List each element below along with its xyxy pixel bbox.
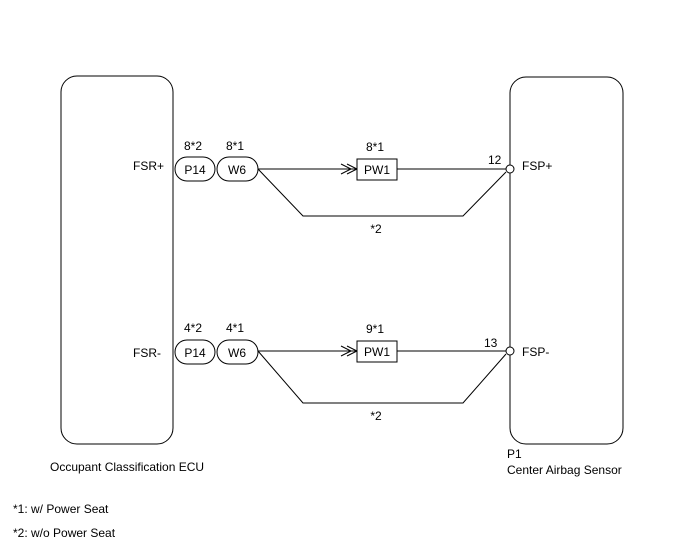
ecu-terminal-fsr-minus: FSR- xyxy=(133,346,161,360)
inline-pw1-pin-label: 8*1 xyxy=(366,140,384,154)
connector-p14 xyxy=(174,156,216,182)
connector-w6 xyxy=(216,339,259,365)
bypass-label: *2 xyxy=(370,222,382,236)
connector-w6-label: W6 xyxy=(228,163,246,177)
connector-p14-label: P14 xyxy=(184,163,206,177)
sensor-pin-number: 13 xyxy=(484,336,498,350)
connector-w6-pin-label: 8*1 xyxy=(226,139,244,153)
ecu-label: Occupant Classification ECU xyxy=(50,460,204,474)
terminal-icon xyxy=(505,346,515,356)
connector-p14-label: P14 xyxy=(184,346,206,360)
bypass-wire xyxy=(257,350,507,404)
connector-p14-pin-label: 8*2 xyxy=(184,139,202,153)
sensor-pin-number: 12 xyxy=(488,153,502,167)
connector-p14 xyxy=(174,339,216,365)
inline-pw1-pin-label: 9*1 xyxy=(366,322,384,336)
ecu-box xyxy=(60,75,174,445)
bypass-label: *2 xyxy=(370,409,382,423)
ecu-terminal-fsr-plus: FSR+ xyxy=(133,159,164,173)
inline-pw1-label: PW1 xyxy=(364,345,390,359)
connector-arrow-icon xyxy=(340,163,353,175)
sensor-code-label: P1 xyxy=(507,447,522,461)
connector-arrow-icon xyxy=(340,345,353,357)
connector-w6-label: W6 xyxy=(228,346,246,360)
note-1: *1: w/ Power Seat xyxy=(13,502,109,516)
sensor-terminal-fsp-plus: FSP+ xyxy=(522,159,552,173)
bypass-wire xyxy=(257,168,507,217)
terminal-icon xyxy=(505,164,515,174)
sensor-label: Center Airbag Sensor xyxy=(507,463,622,477)
connector-w6-pin-label: 4*1 xyxy=(226,321,244,335)
sensor-box xyxy=(509,76,624,445)
connector-p14-pin-label: 4*2 xyxy=(184,321,202,335)
circuit-fsr-plus: FSR+ 8*2 P14 8*1 W6 8*1 PW1 *2 12 FSP+ xyxy=(133,139,552,236)
circuit-fsr-minus: FSR- 4*2 P14 4*1 W6 9*1 PW1 *2 13 FSP- xyxy=(133,321,549,423)
sensor-terminal-fsp-minus: FSP- xyxy=(522,345,549,359)
inline-pw1-label: PW1 xyxy=(364,163,390,177)
note-2: *2: w/o Power Seat xyxy=(13,526,116,540)
